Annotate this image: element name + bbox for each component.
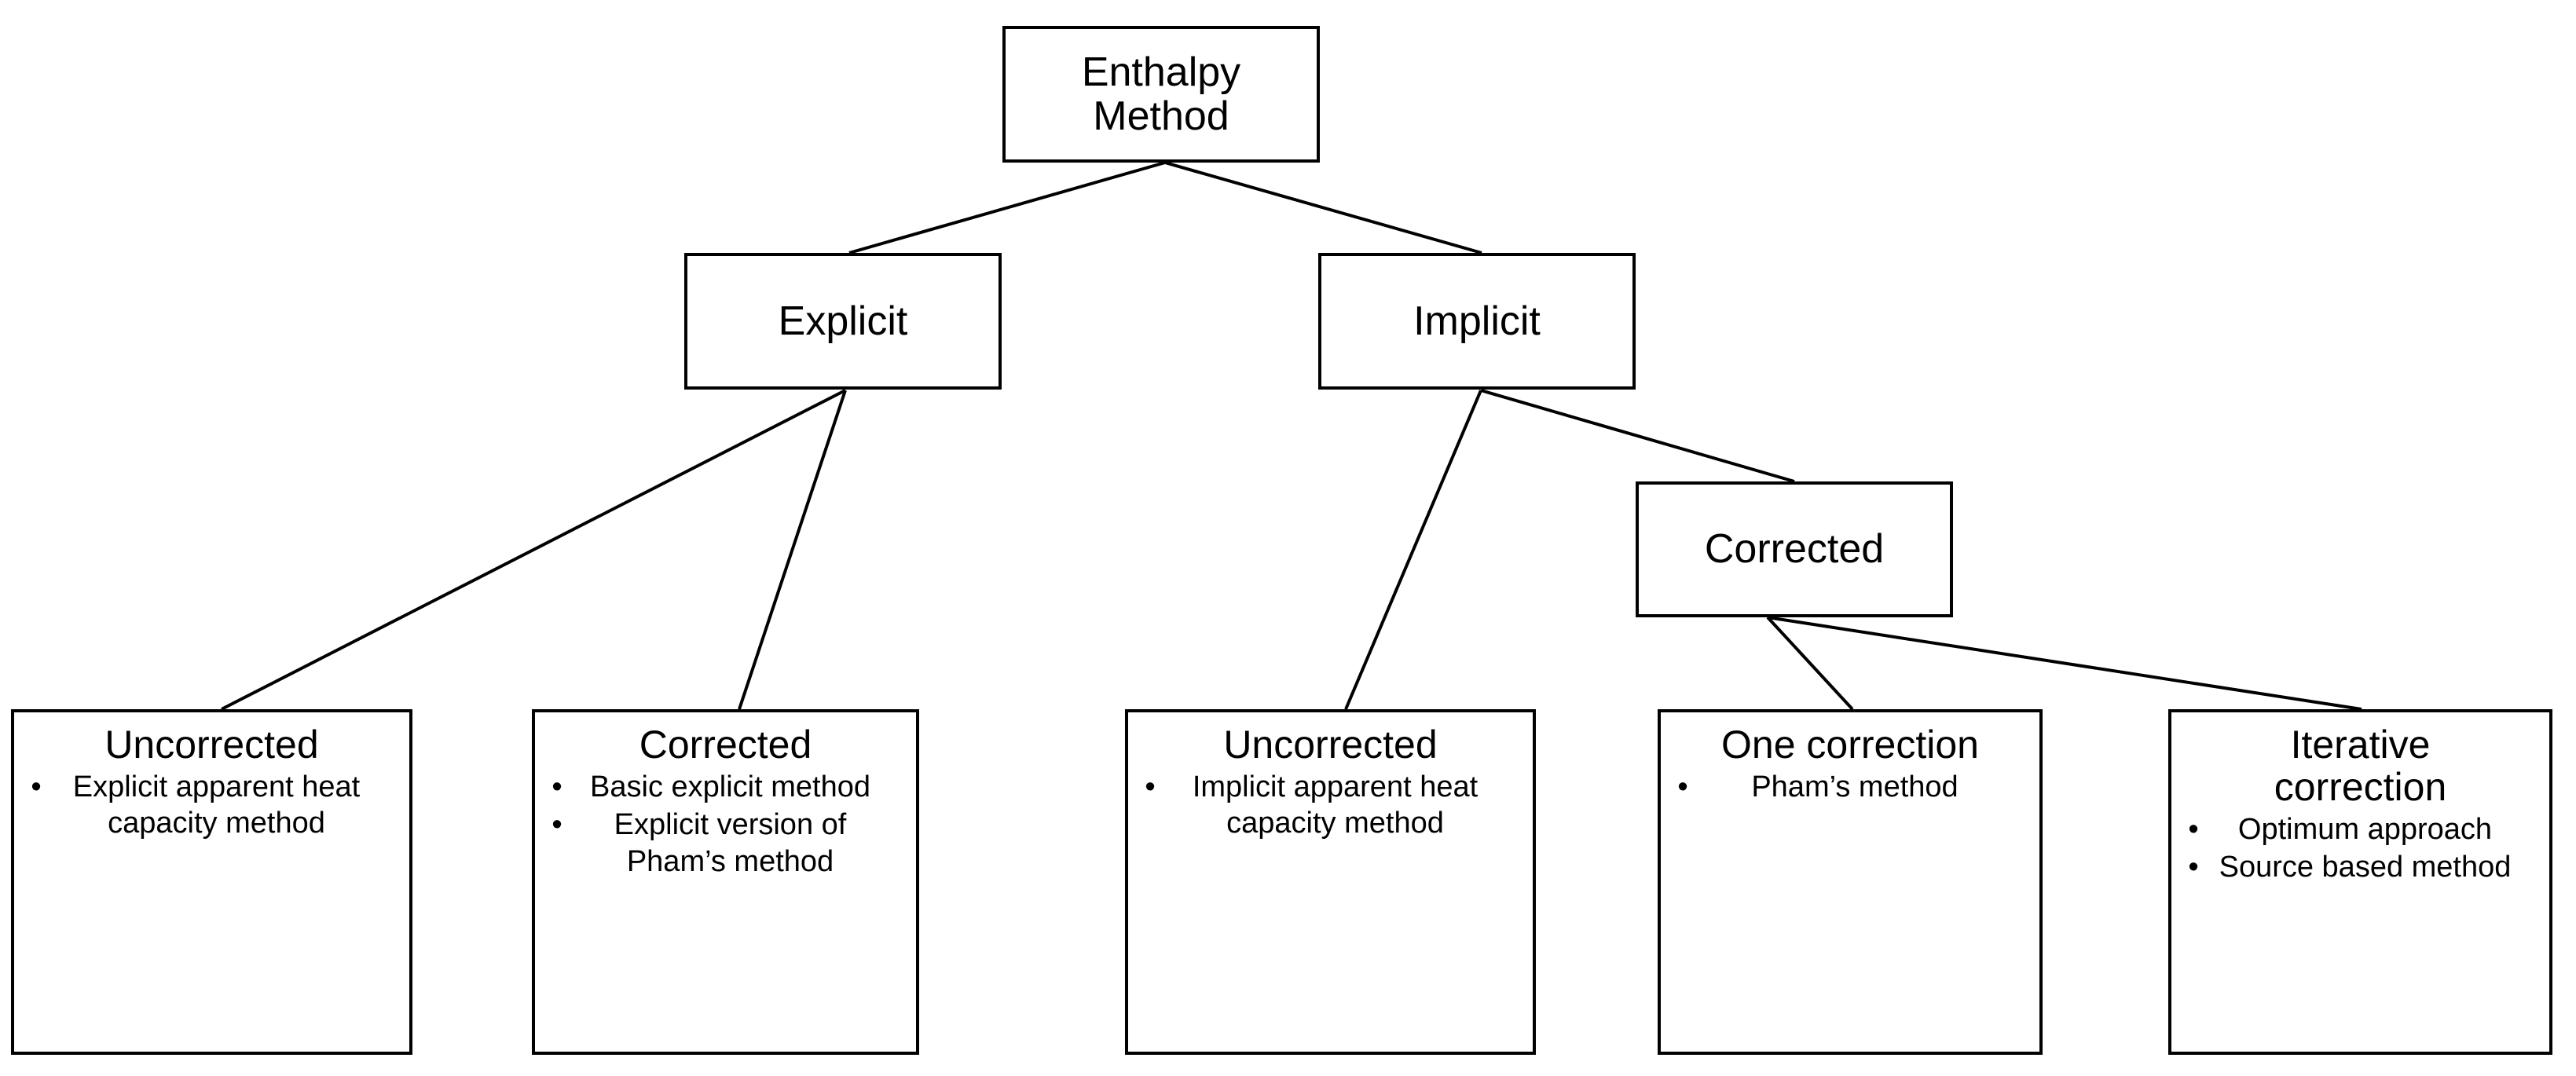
edge-implicit-corrected-to-one-correction: [1766, 616, 1854, 711]
node-one-correction[interactable]: One correction • Pham’s method: [1658, 709, 2043, 1055]
node-implicit-uncorrected-title: Uncorrected: [1223, 723, 1438, 767]
node-implicit-title: Implicit: [1413, 298, 1541, 344]
bullet-label: Pham’s method: [1751, 770, 1959, 803]
edge-implicit-to-implicit-uncorrected: [1344, 390, 1482, 710]
list-item: • Implicit apparent heat capacity method: [1128, 769, 1533, 842]
edge-implicit-to-implicit-corrected: [1480, 389, 1795, 483]
bullet-icon: •: [551, 770, 562, 803]
list-item: • Explicit version of Pham’s method: [535, 807, 916, 880]
node-root-title: Enthalpy Method: [1081, 49, 1241, 139]
bullet-label: Basic explicit method: [590, 770, 870, 803]
list-item: • Explicit apparent heat capacity method: [14, 769, 409, 842]
node-one-correction-title: One correction: [1721, 723, 1979, 767]
bullet-label: Implicit apparent heat capacity method: [1192, 770, 1479, 840]
bullet-label: Explicit version of Pham’s method: [614, 808, 847, 878]
bullet-label: Source based method: [2219, 851, 2512, 884]
node-iterative-correction-title: Iterative correction: [2274, 723, 2447, 809]
node-iterative-correction[interactable]: Iterative correction • Optimum approach …: [2168, 709, 2552, 1055]
node-implicit-corrected[interactable]: Corrected: [1636, 481, 1953, 617]
list-item: • Source based method: [2171, 849, 2549, 885]
edge-root-to-implicit: [1164, 161, 1482, 254]
list-item: • Pham’s method: [1661, 769, 2039, 805]
bullet-list: • Basic explicit method • Explicit versi…: [535, 769, 916, 881]
bullet-icon: •: [551, 808, 562, 842]
bullet-label: Explicit apparent heat capacity method: [72, 770, 361, 840]
list-item: • Optimum approach: [2171, 811, 2549, 847]
node-explicit-uncorrected-title: Uncorrected: [104, 723, 319, 767]
bullet-icon: •: [2188, 813, 2199, 846]
node-explicit[interactable]: Explicit: [684, 253, 1002, 390]
bullet-icon: •: [1677, 770, 1688, 803]
node-explicit-corrected-title: Corrected: [639, 723, 812, 767]
edge-explicit-to-explicit-uncorrected: [221, 389, 846, 711]
edge-root-to-explicit: [848, 161, 1166, 254]
node-implicit-corrected-title: Corrected: [1704, 526, 1885, 573]
node-explicit-title: Explicit: [778, 298, 908, 344]
edge-implicit-corrected-to-iterative-correction: [1767, 616, 2362, 711]
list-item: • Basic explicit method: [535, 769, 916, 805]
bullet-icon: •: [1145, 770, 1156, 803]
node-implicit[interactable]: Implicit: [1318, 253, 1636, 390]
bullet-list: • Implicit apparent heat capacity method: [1128, 769, 1533, 844]
node-explicit-corrected[interactable]: Corrected • Basic explicit method • Expl…: [532, 709, 919, 1055]
bullet-icon: •: [2188, 851, 2199, 884]
node-root[interactable]: Enthalpy Method: [1002, 26, 1320, 163]
bullet-list: • Pham’s method: [1661, 769, 2039, 807]
bullet-list: • Optimum approach • Source based method: [2171, 811, 2549, 888]
bullet-icon: •: [31, 770, 42, 803]
edge-explicit-to-explicit-corrected: [738, 390, 847, 710]
bullet-label: Optimum approach: [2237, 813, 2493, 846]
node-explicit-uncorrected[interactable]: Uncorrected • Explicit apparent heat cap…: [11, 709, 412, 1055]
bullet-list: • Explicit apparent heat capacity method: [14, 769, 409, 844]
node-implicit-uncorrected[interactable]: Uncorrected • Implicit apparent heat cap…: [1125, 709, 1536, 1055]
